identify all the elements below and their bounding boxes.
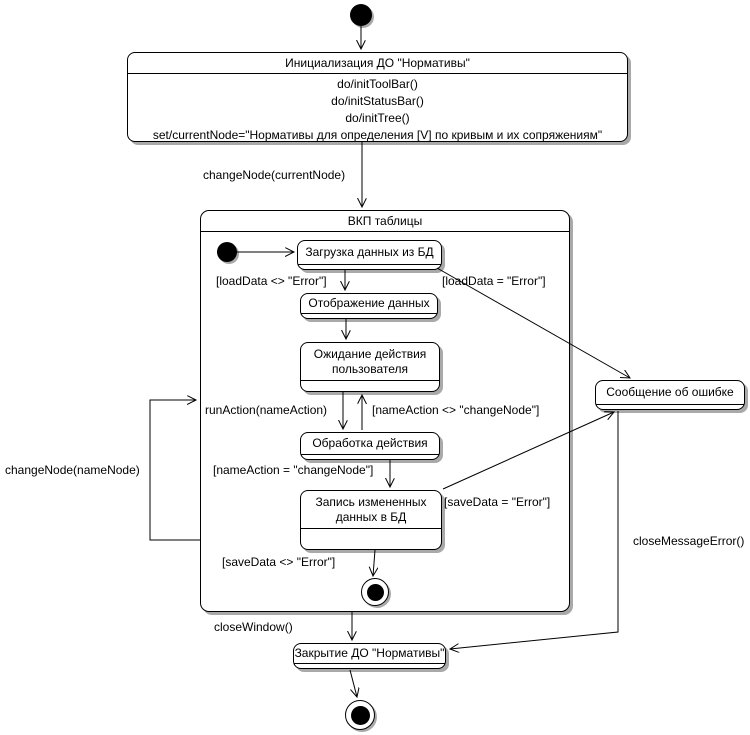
state-name: Обработка действия xyxy=(301,433,439,455)
state-action-line: set/currentNode="Нормативы для определен… xyxy=(152,128,603,142)
label-load-ok-guard: [loadData <> "Error"] xyxy=(216,274,327,288)
state-name: ВКП таблицы xyxy=(201,211,569,232)
state-name: Загрузка данных из БД xyxy=(298,241,441,265)
state-action-line: do/initTree() xyxy=(345,111,410,125)
label-change-current-node: changeNode(currentNode) xyxy=(203,168,346,182)
state-display-data: Отображение данных xyxy=(300,293,438,319)
label-load-error-guard: [loadData = "Error"] xyxy=(442,274,546,288)
label-close-message-error: closeMessageError() xyxy=(633,534,745,548)
transition-composite-self-loop xyxy=(149,400,200,541)
state-close-do: Закрытие ДО "Нормативы" xyxy=(293,643,446,669)
label-action-not-changenode-guard: [nameAction <> "changeNode"] xyxy=(372,403,540,417)
state-save-data: Запись измененных данных в БД xyxy=(300,490,442,550)
state-action-line: do/initStatusBar() xyxy=(331,94,424,108)
state-name: Инициализация ДО "Нормативы" xyxy=(128,53,627,74)
state-process-action: Обработка действия xyxy=(300,432,440,460)
state-name: Сообщение об ошибке xyxy=(596,381,744,405)
label-run-action: runAction(nameAction) xyxy=(205,403,328,417)
state-initialization: Инициализация ДО "Нормативы" do/initTool… xyxy=(127,52,628,142)
label-close-window: closeWindow() xyxy=(214,620,293,634)
inner-initial-state-icon xyxy=(217,242,237,262)
state-name: Ожидание действия пользователя xyxy=(301,343,439,381)
state-error-message: Сообщение об ошибке xyxy=(595,380,745,410)
label-action-changenode-guard: [nameAction = "changeNode"] xyxy=(213,463,374,477)
state-wait-user-action: Ожидание действия пользователя xyxy=(300,342,440,392)
label-save-ok-guard: [saveData <> "Error"] xyxy=(222,555,336,569)
state-action-line: do/initToolBar() xyxy=(337,77,418,91)
state-load-data: Загрузка данных из БД xyxy=(297,240,442,270)
label-change-name-node: changeNode(nameNode) xyxy=(5,463,140,477)
final-state-icon xyxy=(345,700,375,730)
state-internal-actions: do/initToolBar() do/initStatusBar() do/i… xyxy=(128,74,627,144)
initial-state-icon xyxy=(350,4,372,26)
inner-final-state-icon xyxy=(361,578,389,606)
state-name: Запись измененных данных в БД xyxy=(301,491,441,529)
state-name: Закрытие ДО "Нормативы" xyxy=(294,644,445,664)
transition-close-to-final xyxy=(349,669,357,697)
label-save-error-guard: [saveData = "Error"] xyxy=(444,495,551,509)
state-name: Отображение данных xyxy=(301,294,437,314)
